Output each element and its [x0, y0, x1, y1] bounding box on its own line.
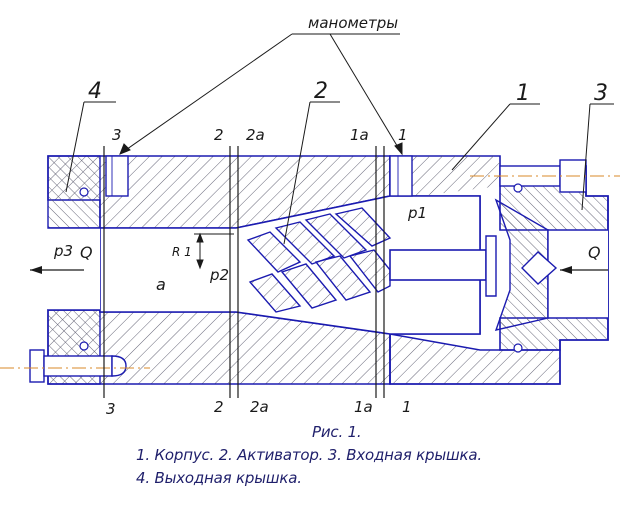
flow-q-right-label: Q: [588, 243, 601, 262]
pressure-p2-label: p2: [209, 266, 229, 284]
figure-number: Рис. 1.: [312, 423, 362, 441]
seal-rings: [79, 183, 523, 353]
caption-line-1: 1. Корпус. 2. Активатор. 3. Входная крыш…: [136, 446, 482, 464]
bolt-bottom-left: [29, 349, 127, 383]
figure-caption: Рис. 1.: [0, 423, 628, 441]
flow-arrow-outlet: [30, 266, 84, 274]
radius-r1-label: R 1: [172, 245, 192, 259]
section-1-top-label: 1: [398, 126, 408, 144]
section-lines: [103, 146, 385, 398]
flow-q-left-label: Q: [80, 243, 93, 262]
part-3-label: 3: [594, 81, 608, 106]
zone-a-label: a: [156, 275, 166, 294]
section-3-bottom-label: 3: [106, 400, 116, 418]
section-1-bottom-label: 1: [402, 398, 412, 416]
manometers-label: манометры: [308, 14, 398, 32]
inlet-diamond: [521, 251, 558, 285]
section-2a-bottom-label: 2a: [250, 398, 269, 416]
part-1-label: 1: [516, 81, 530, 106]
leader-lines: [65, 33, 614, 245]
radius-dimension: [194, 232, 234, 270]
section-3-top-label: 3: [112, 126, 122, 144]
section-1a-top-label: 1a: [350, 126, 369, 144]
axis-lines: [0, 175, 620, 369]
activator-vanes: [246, 207, 392, 313]
pressure-p3-label: p3: [53, 242, 73, 260]
inlet-swirler: [494, 198, 549, 331]
pressure-p1-label: p1: [407, 204, 427, 222]
activator-shaft: [389, 235, 497, 297]
caption-line-2: 4. Выходная крышка.: [136, 469, 302, 487]
section-2-top-label: 2: [214, 126, 224, 144]
section-2a-top-label: 2a: [246, 126, 265, 144]
section-1a-bottom-label: 1a: [354, 398, 373, 416]
manometer-port-left: [105, 155, 129, 197]
section-2-bottom-label: 2: [214, 398, 224, 416]
part-4-label: 4: [88, 79, 102, 104]
manometer-port-right: [389, 155, 413, 197]
part-2-label: 2: [314, 79, 328, 104]
flow-arrow-inlet: [560, 266, 608, 274]
